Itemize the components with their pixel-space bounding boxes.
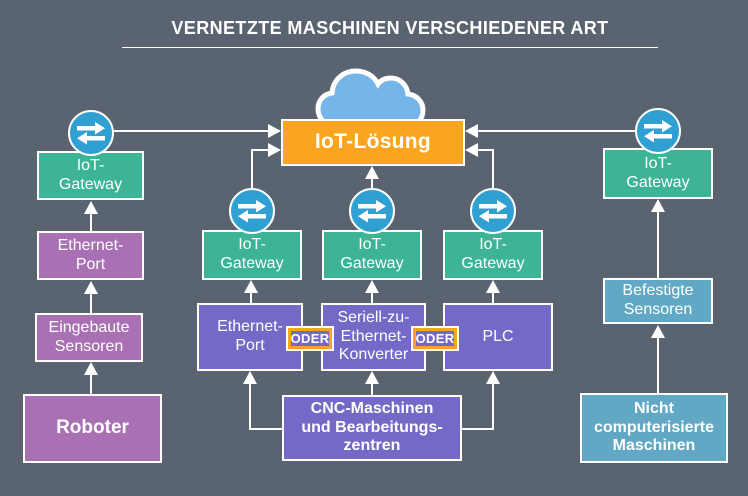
robot-machine-box: Roboter: [23, 394, 162, 463]
iot-solution-box: IoT-Lösung: [281, 119, 465, 166]
arrow-port-to-gateway1: [244, 280, 258, 303]
ethernet-port-label: Ethernet- Port: [217, 318, 283, 354]
builtin-sensors-box: Eingebaute Sensoren: [35, 313, 143, 362]
ethernet-port-box-cnc: Ethernet- Port: [197, 303, 303, 371]
or-badge-1: ODER: [286, 326, 334, 351]
gateway-label: IoT- Gateway: [626, 154, 690, 191]
or-badge-2: ODER: [411, 326, 459, 351]
transfer-arrows-icon: [68, 110, 114, 156]
arrow-cnc-to-port: [243, 371, 282, 430]
arrow-mid-gateway1-to-solution: [251, 143, 281, 189]
gateway-label: IoT- Gateway: [340, 236, 404, 272]
builtin-sensors-label: Eingebaute Sensoren: [48, 318, 130, 355]
transfer-arrows-glyph: [479, 200, 507, 223]
transfer-arrows-glyph: [358, 200, 386, 223]
arrow-mid-gateway3-to-solution: [465, 143, 494, 189]
gateway-box-cnc-1: IoT- Gateway: [202, 230, 302, 280]
plc-label: PLC: [482, 327, 514, 345]
plc-box: PLC: [443, 303, 553, 371]
cnc-machine-label: CNC-Maschinen und Bearbeitungs- zentren: [301, 400, 443, 455]
arrow-robot-to-sensors: [84, 362, 98, 394]
serial-ethernet-converter-box: Seriell-zu- Ethernet- Konverter: [321, 303, 426, 371]
cloud-icon: [315, 68, 426, 129]
gateway-label: IoT- Gateway: [461, 236, 525, 272]
arrow-left-gateway-to-solution: [114, 124, 281, 138]
ethernet-port-box-robot: Ethernet- Port: [37, 231, 144, 280]
transfer-arrows-icon: [470, 188, 516, 234]
page-title: VERNETZTE MASCHINEN VERSCHIEDENER ART: [171, 18, 609, 38]
arrow-right-gateway-to-solution: [465, 124, 635, 138]
manual-machine-label: Nicht computerisierte Maschinen: [593, 400, 715, 455]
arrow-ethernet-to-gateway-left: [84, 201, 98, 231]
transfer-arrows-icon: [349, 188, 395, 234]
arrow-cnc-to-converter: [365, 371, 379, 395]
attached-sensors-box: Befestigte Sensoren: [603, 278, 713, 324]
transfer-arrows-icon: [229, 188, 275, 234]
arrow-converter-to-gateway2: [365, 280, 379, 303]
gateway-box-robot: IoT- Gateway: [37, 151, 144, 200]
serial-ethernet-converter-label: Seriell-zu- Ethernet- Konverter: [337, 309, 410, 364]
arrow-plc-to-gateway3: [486, 280, 500, 303]
manual-machine-box: Nicht computerisierte Maschinen: [580, 393, 728, 463]
transfer-arrows-glyph: [77, 122, 105, 145]
arrow-mid-gateway2-to-solution: [365, 166, 379, 189]
transfer-arrows-glyph: [238, 200, 266, 223]
attached-sensors-label: Befestigte Sensoren: [622, 282, 694, 318]
arrow-machine-to-sensors-right: [651, 325, 665, 393]
robot-machine-label: Roboter: [56, 417, 129, 439]
ethernet-port-label: Ethernet- Port: [57, 236, 124, 273]
or-label: ODER: [415, 331, 455, 346]
gateway-box-manual: IoT- Gateway: [603, 148, 713, 199]
or-label: ODER: [290, 331, 330, 346]
title-block: VERNETZTE MASCHINEN VERSCHIEDENER ART: [122, 18, 658, 48]
arrow-sensors-to-gateway-right: [651, 199, 665, 278]
iot-solution-label: IoT-Lösung: [314, 130, 432, 154]
gateway-label: IoT- Gateway: [58, 156, 123, 193]
gateway-label: IoT- Gateway: [220, 236, 284, 272]
arrow-cnc-to-plc: [462, 371, 500, 430]
transfer-arrows-icon: [635, 108, 681, 154]
cnc-machine-box: CNC-Maschinen und Bearbeitungs- zentren: [282, 395, 462, 461]
arrow-sensors-to-ethernet-left: [84, 281, 98, 313]
gateway-box-cnc-2: IoT- Gateway: [322, 230, 422, 280]
transfer-arrows-glyph: [644, 120, 672, 143]
title-underline: [122, 47, 658, 48]
gateway-box-cnc-3: IoT- Gateway: [443, 230, 543, 280]
